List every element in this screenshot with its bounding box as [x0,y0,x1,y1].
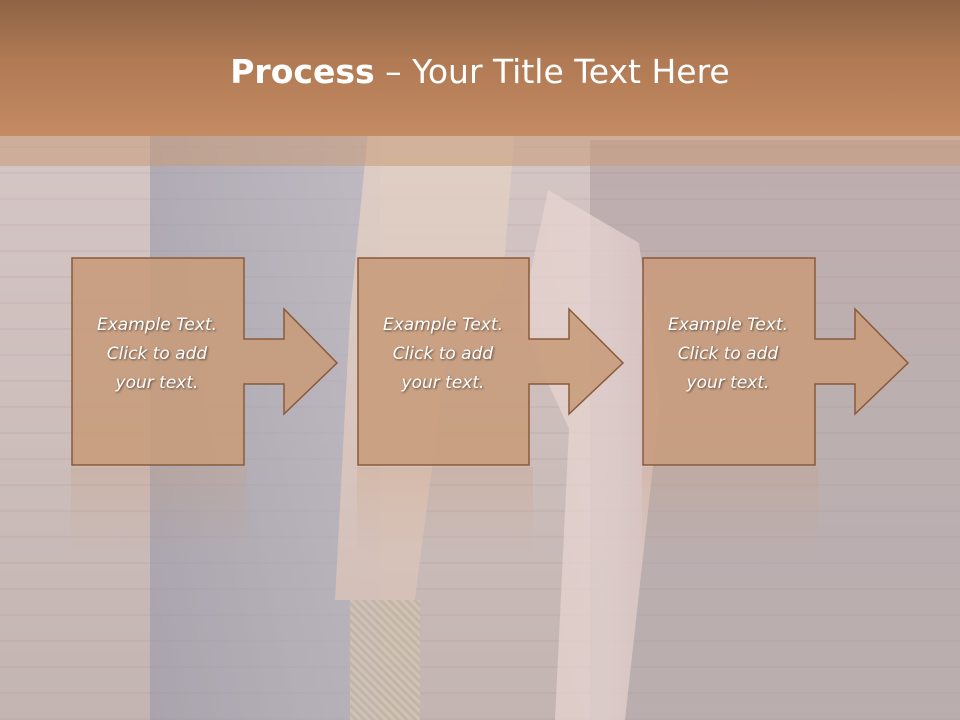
title-bar [0,0,960,136]
step-text-line-2: Click to add [106,344,208,364]
process-step-1[interactable]: Example Text. Click to add your text. [71,257,341,467]
step-text-line-1: Example Text. [96,315,218,335]
step-text: Example Text. Click to add your text. [71,311,243,398]
process-step-2[interactable]: Example Text. Click to add your text. [357,257,627,467]
step-reflection [642,467,818,557]
title-rest: – Your Title Text Here [374,52,730,91]
step-text-line-3: your text. [686,373,770,393]
boot-silhouette [350,600,420,720]
step-text-line-1: Example Text. [382,315,504,335]
step-arrow-shape [357,257,625,466]
title-sub-bar [0,136,960,166]
step-text-line-1: Example Text. [667,315,789,335]
step-arrow-shape [71,257,339,466]
step-text-line-2: Click to add [392,344,494,364]
step-reflection [357,467,533,557]
step-text-line-2: Click to add [677,344,779,364]
process-step-3[interactable]: Example Text. Click to add your text. [642,257,912,467]
title-bold: Process [230,52,375,91]
slide-title[interactable]: Process – Your Title Text Here [0,52,960,91]
step-arrow-shape [642,257,910,466]
step-text-line-3: your text. [115,373,199,393]
step-text-line-3: your text. [401,373,485,393]
step-text: Example Text. Click to add your text. [357,311,529,398]
step-text: Example Text. Click to add your text. [642,311,814,398]
step-reflection [71,467,247,557]
